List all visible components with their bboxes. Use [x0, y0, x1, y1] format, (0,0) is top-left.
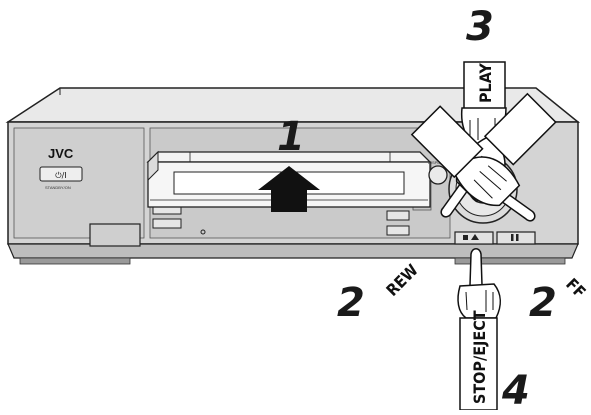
ff-hand-icon — [410, 105, 536, 222]
power-icon: ⏻/I — [55, 171, 66, 180]
pause-icon — [511, 234, 514, 241]
indicator-dot — [200, 229, 206, 235]
stop-finger-label: STOP/EJECT — [470, 310, 489, 404]
step-number-play: 3 — [466, 4, 494, 50]
step-number-load: 1 — [277, 114, 305, 160]
tv-vcr-button[interactable] — [152, 218, 182, 229]
step-number-ff: 2 — [529, 280, 557, 326]
stop-icon — [463, 235, 468, 240]
step-number-stop: 4 — [501, 368, 530, 410]
step-number-rew: 2 — [337, 280, 365, 326]
ff-finger-label: FF — [562, 274, 589, 301]
lower-panel-slot — [89, 223, 141, 247]
pause-button[interactable] — [496, 231, 536, 245]
stop-eject-button[interactable] — [454, 231, 494, 245]
eject-icon — [471, 234, 479, 240]
display-button[interactable] — [428, 165, 448, 185]
channel-up-button[interactable] — [386, 210, 410, 221]
rew-finger-label: REW — [382, 260, 422, 300]
channel-down-button[interactable] — [386, 225, 410, 236]
power-button[interactable]: ⏻/I — [39, 166, 83, 182]
brand-logo: JVC — [48, 146, 74, 161]
play-finger-label: PLAY — [476, 63, 495, 103]
up-arrow-icon — [258, 166, 320, 212]
display-label: DISPLAY — [428, 160, 445, 165]
standby-label: STANDBY/ON — [45, 185, 71, 190]
